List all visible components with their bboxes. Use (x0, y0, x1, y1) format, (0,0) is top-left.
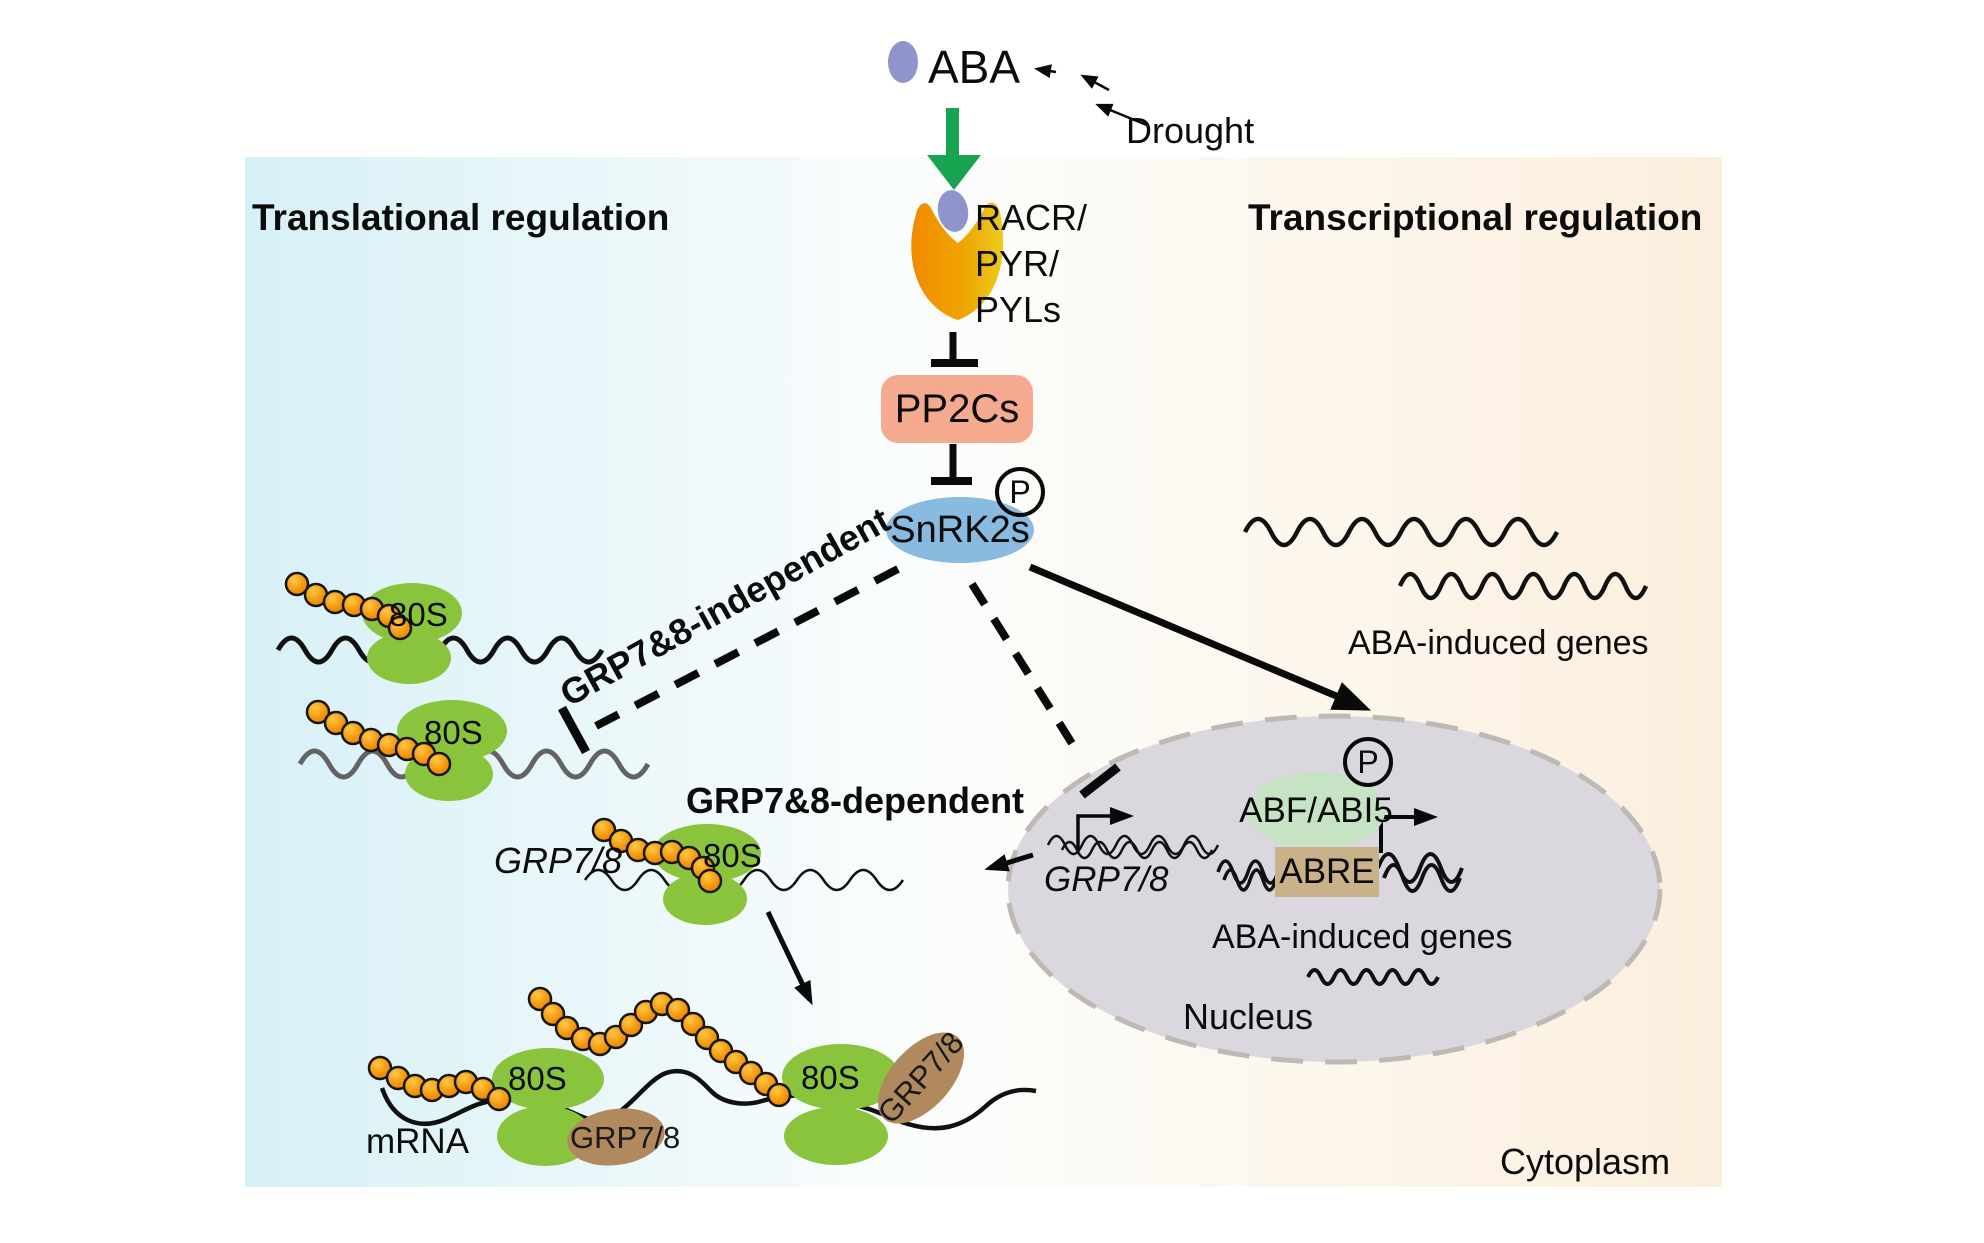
nucleus-mrna-squiggle (1306, 968, 1440, 986)
grp78-gene-label: GRP7/8 (1044, 860, 1169, 899)
arrow-mrna-to-polysome (765, 910, 813, 1006)
grp78-protein-2 (877, 1032, 965, 1124)
abre-dna-left-1 (1216, 859, 1280, 885)
aba-label: ABA (928, 41, 1021, 93)
abf-abi5-ellipse: ABF/ABI5 (1239, 772, 1393, 850)
pp2cs-box: PP2Cs (881, 375, 1033, 443)
receptor-shape (911, 202, 1004, 320)
nucleus-aba-genes-label: ABA-induced genes (1212, 918, 1513, 956)
left-panel-header: Translational regulation (252, 197, 670, 238)
arrow-snrk2s-to-nucleus (1028, 563, 1372, 711)
right-panel-header: Transcriptional regulation (1248, 197, 1703, 238)
peptide-chain-1 (284, 571, 413, 641)
abre-dna-right-1 (1376, 852, 1464, 884)
ribosome-1-label: 80S (389, 596, 448, 633)
polysome-ribosome-2 (782, 1044, 900, 1165)
grp78-mrna-wave (583, 868, 905, 892)
abre-box: ABRE (1275, 847, 1379, 897)
ribosome-3-label: 80S (703, 837, 762, 874)
phospho-badge-snrk2s: P (995, 467, 1045, 517)
drought-to-aba-arrows (1034, 64, 1150, 128)
dashed-inhibition-grp78-gene (968, 581, 1121, 799)
grp78-transcription-arrow (1076, 807, 1134, 849)
dashed-inhibition-independent (558, 565, 900, 755)
polysome-mrna-wave (379, 1069, 1037, 1131)
cyto-mrna-wave-2 (1397, 571, 1649, 601)
peptide-chain-3 (591, 817, 723, 894)
drought-label: Drought (1126, 110, 1255, 151)
grp78-protein-1-label: GRP7/8 (570, 1120, 681, 1155)
peptide-chain-2 (305, 699, 452, 777)
cyto-mrna-wave-1 (1242, 516, 1560, 548)
ribosome-2-label: 80S (424, 714, 483, 751)
cytoplasm-label: Cytoplasm (1500, 1141, 1671, 1182)
grp78-dependent-label: GRP7&8-dependent (686, 780, 1025, 821)
phospho-badge-abf: P (1343, 737, 1393, 787)
polysome-ribosome-2-label: 80S (801, 1059, 860, 1096)
receptor-label-line1: RACR/ (975, 197, 1088, 238)
polysome-ribosome-1-label: 80S (508, 1060, 567, 1097)
inhibition-pp2cs-snrk2s (931, 444, 972, 485)
polysome-ribosome-1 (492, 1048, 604, 1166)
arrow-nucleus-to-grp78-mrna (984, 852, 1034, 872)
grp78-gene-wave-2 (1060, 840, 1214, 860)
aba-signal-arrow-icon (927, 108, 981, 190)
peptide-chain-5 (527, 986, 792, 1108)
inhibition-receptor-pp2cs (931, 332, 978, 367)
abre-dna-left-2 (1222, 868, 1278, 892)
ribosome-3 (653, 824, 761, 925)
peptide-chain-4 (367, 1055, 512, 1112)
receptor-label: RACR/ PYR/ PYLs (975, 195, 1087, 333)
aba-molecule-icon (888, 41, 918, 83)
abre-dna-right-2 (1382, 863, 1462, 893)
receptor-label-line2: PYR/ (975, 243, 1060, 284)
nucleus-label: Nucleus (1183, 996, 1314, 1037)
mrna-label: mRNA (366, 1122, 470, 1161)
aba-bound-molecule-icon (937, 190, 969, 232)
cyto-aba-genes-label: ABA-induced genes (1348, 624, 1649, 662)
grp78-protein-1 (567, 1108, 665, 1166)
receptor-label-line3: PYLs (975, 289, 1062, 330)
grp78-mrna-label: GRP7/8 (494, 840, 623, 881)
